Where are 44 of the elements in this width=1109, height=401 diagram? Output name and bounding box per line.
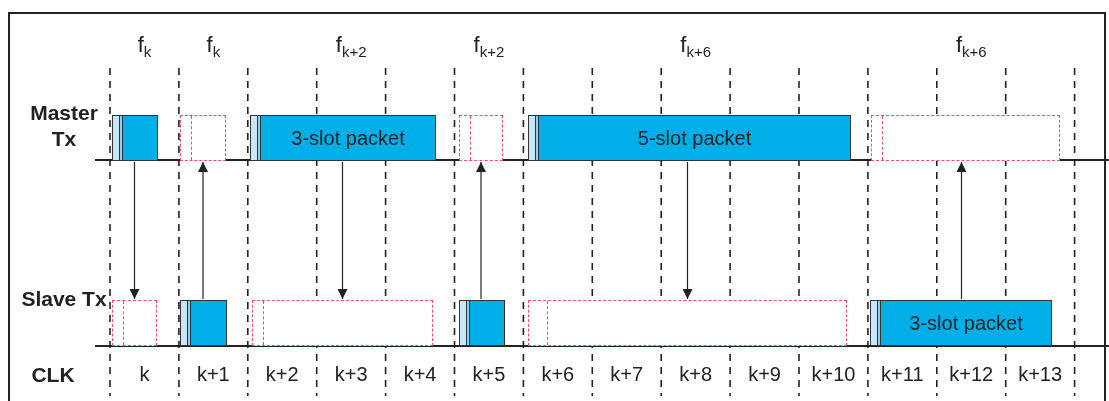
clock-label: k+13 (1018, 363, 1063, 386)
empty-slot-box (459, 115, 503, 161)
clock-label: k+3 (334, 363, 368, 386)
clock-label: k+9 (748, 363, 781, 386)
frequency-label: f$_{k}$ (206, 32, 221, 61)
packet-label: 3-slot packet (909, 311, 1023, 335)
frequency-label: f$_{k+2}$ (335, 32, 367, 61)
clock-label: k+11 (881, 363, 924, 386)
arrow (476, 161, 486, 300)
packet-bar (459, 300, 505, 346)
packet-bar (112, 115, 158, 161)
packet-bar (528, 115, 851, 161)
clock-label: k+2 (265, 363, 299, 386)
packet-bar (180, 300, 227, 346)
empty-slot-box (528, 300, 847, 346)
empty-slot-box (252, 300, 433, 346)
frequency-label: f$_{k+2}$ (473, 32, 505, 61)
frequency-label: f$_{k}$ (137, 32, 152, 61)
clock-label: k+10 (811, 363, 856, 386)
packet-bar (250, 115, 436, 161)
clock-label: k+12 (949, 363, 994, 386)
arrow (198, 161, 208, 300)
clock-label: k+8 (679, 363, 713, 386)
clock-row-label: CLK (30, 362, 76, 388)
empty-slot-box (180, 115, 226, 161)
clock-label: k (139, 363, 150, 386)
row-label: Master Tx (29, 100, 99, 152)
frequency-label: f$_{k+6}$ (680, 32, 711, 61)
frequency-label: f$_{k+6}$ (955, 32, 987, 61)
empty-slot-box (112, 300, 157, 346)
packet-label: 3-slot packet (291, 126, 405, 150)
clock-label: k+7 (610, 363, 644, 386)
empty-slot-box (871, 115, 1060, 161)
packet-label: 5-slot packet (637, 126, 752, 150)
arrow (129, 161, 140, 300)
clock-label: k+5 (472, 363, 506, 386)
clock-label: k+1 (196, 363, 230, 386)
packet-bar (870, 300, 1052, 346)
clock-label: k+4 (403, 363, 437, 386)
arrow (337, 161, 348, 300)
arrow (682, 161, 693, 300)
clock-label: k+6 (541, 363, 575, 386)
row-label: Slave Tx (20, 286, 108, 312)
arrow (956, 161, 967, 300)
